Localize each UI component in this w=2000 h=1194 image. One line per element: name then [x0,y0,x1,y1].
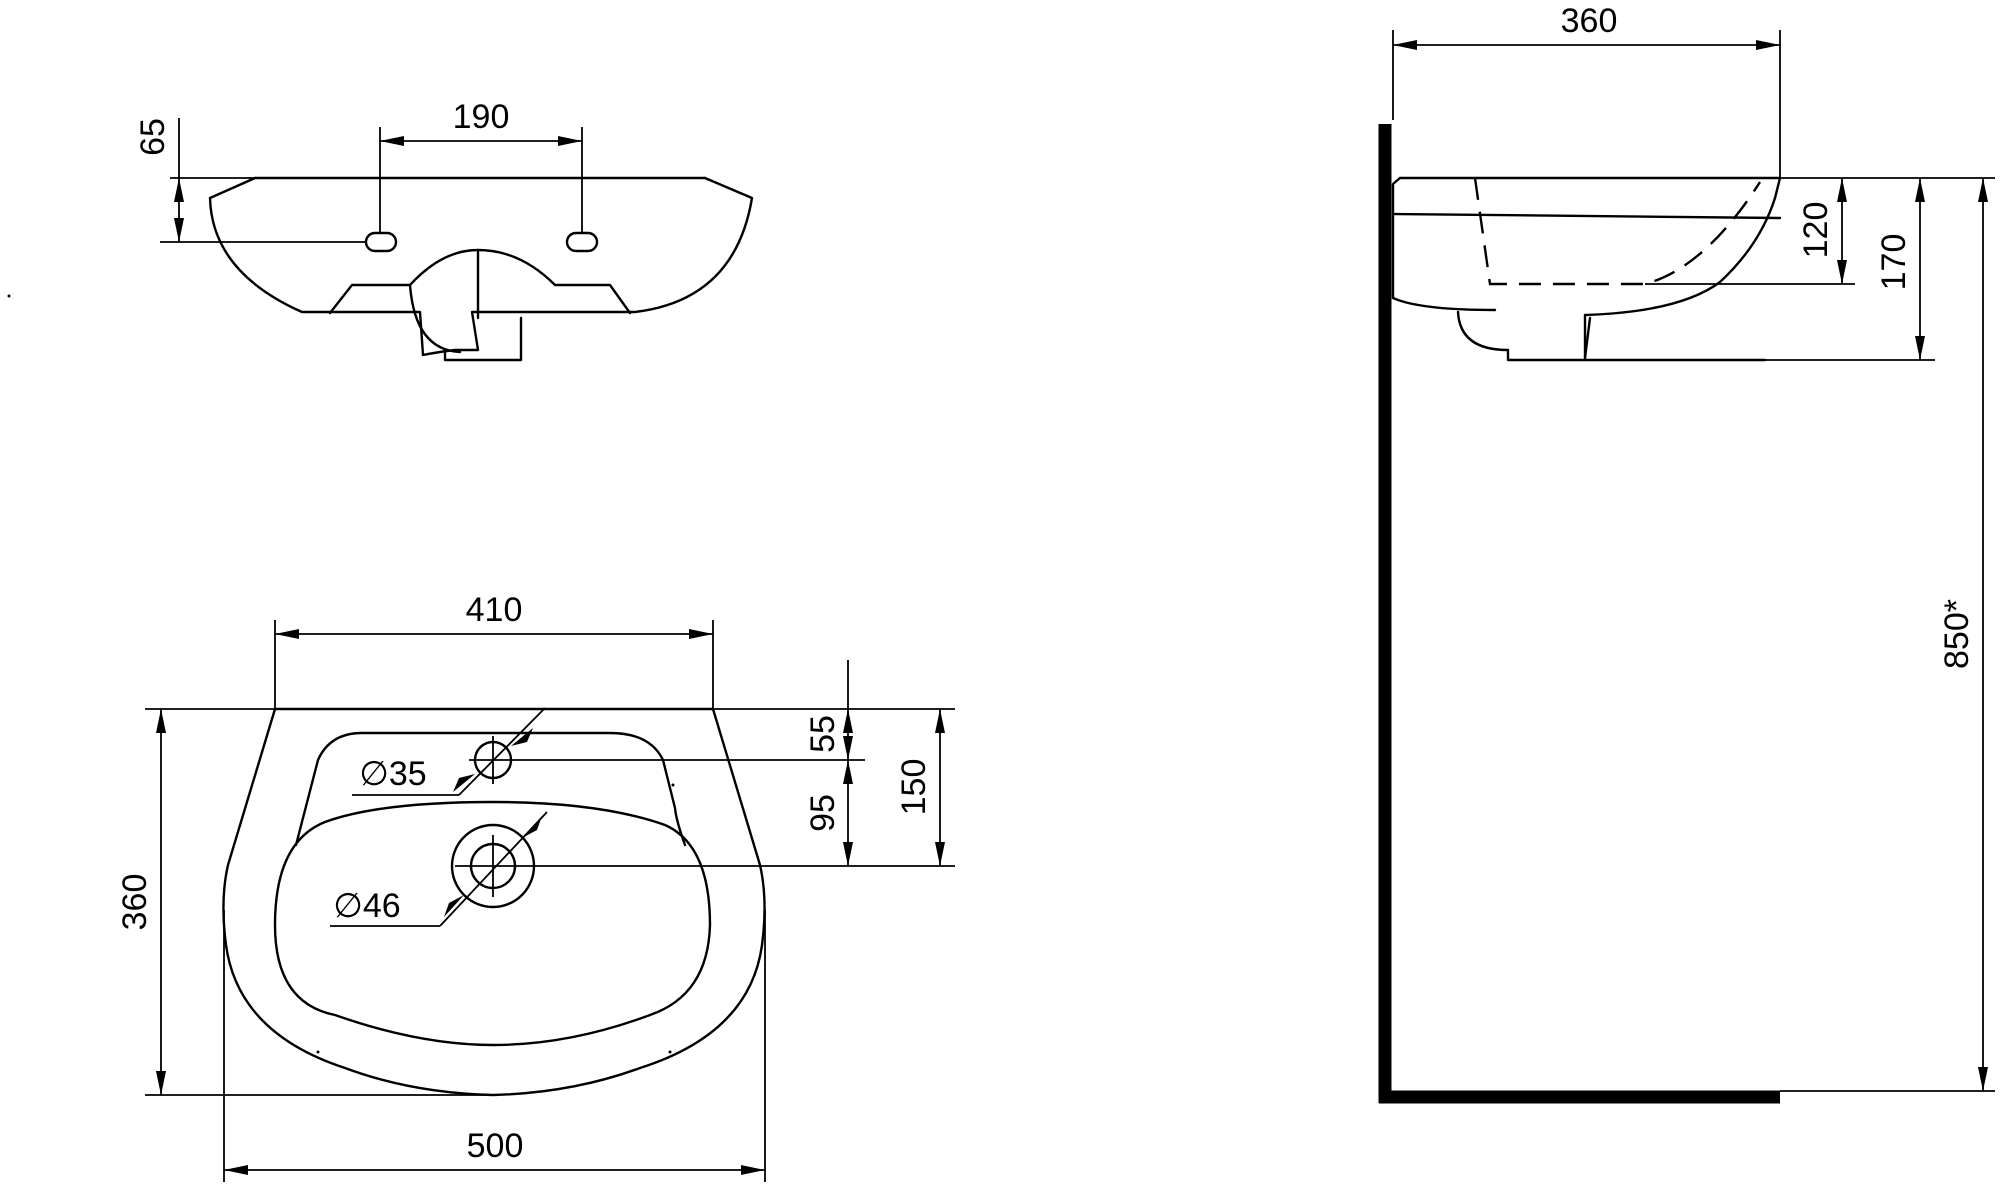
tap-hole-left [364,231,398,253]
dim-label-850: 850* [1938,599,1976,669]
side-view: 360 120 170 850* [1378,2,1995,1104]
plan-view: ∅35 ∅46 410 500 360 55 95 150 [116,591,955,1182]
dim-label-410: 410 [466,591,523,629]
dim-label-190: 190 [453,98,510,136]
dim-label-150: 150 [895,759,933,816]
dim-label-120: 120 [1797,202,1835,259]
side-basin-outline [1398,176,1782,360]
dim-label-dia46: ∅46 [333,887,400,925]
plan-tick [671,783,675,787]
side-trap-line [1583,316,1592,360]
leader-35-arrow [511,728,533,746]
side-basin-top [1393,212,1782,220]
dim-label-55: 55 [804,715,842,753]
leader-35 [458,707,546,796]
dim-label-side-360: 360 [1561,2,1618,40]
side-bowl-hidden [1473,177,1762,286]
leader-46-arrow [444,895,464,917]
plan-outer-outline [222,707,766,1097]
dim-label-360: 360 [116,874,154,931]
dim-label-170: 170 [1875,234,1913,291]
front-trap [408,283,523,362]
stray-dot [7,294,11,298]
dim-label-500: 500 [467,1127,524,1165]
tap-hole-right [565,231,599,253]
front-view: 65 190 [134,98,754,362]
dim-label-95: 95 [804,794,842,832]
dim-label-dia35: ∅35 [359,755,426,793]
plan-bowl [273,800,712,1047]
leader-46-arrow [522,816,542,838]
leader-35-arrow [453,774,475,792]
side-basin-front [1391,176,1497,312]
front-basin [328,248,632,315]
front-outline [208,176,754,357]
plan-tick [668,1050,672,1054]
plan-deck [294,731,687,847]
side-trap [1456,310,1767,362]
plan-tick [316,1050,320,1054]
dim-label-65: 65 [134,118,172,156]
